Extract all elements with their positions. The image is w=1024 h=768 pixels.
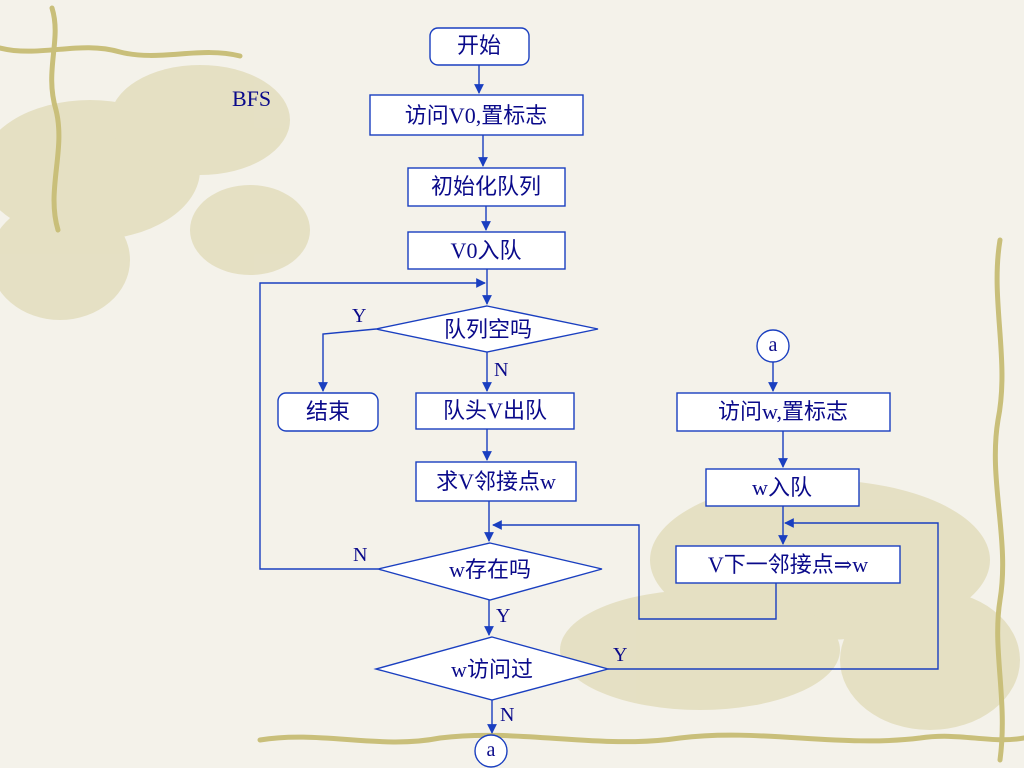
- edge-exists-no-loop: [259, 278, 486, 570]
- connector-bottom-label: a: [486, 739, 496, 761]
- init-queue-label: 初始化队列: [430, 174, 542, 199]
- w-visited-label: w访问过: [451, 657, 533, 682]
- w-exists-label: w存在吗: [449, 557, 531, 582]
- next-adj-label: V下一邻接点⇒w: [707, 552, 869, 577]
- start-label: 开始: [456, 33, 502, 58]
- enqueue-v0-label: V0入队: [450, 238, 522, 263]
- enqueue-v0-node: [407, 231, 566, 270]
- slide-title: BFS: [232, 86, 272, 111]
- init-queue-node: [407, 167, 566, 207]
- enqueue-w-node: [705, 468, 860, 507]
- queue-empty-no-label: N: [494, 359, 509, 381]
- end-label: 结束: [305, 399, 351, 424]
- next-adj-node: [675, 545, 901, 584]
- visit-w-label: 访问w,置标志: [718, 399, 848, 424]
- end-node: [277, 392, 379, 432]
- edge-empty-yes-end: [318, 328, 377, 392]
- queue-empty-yes-label: Y: [352, 305, 367, 327]
- visit-v0-label: 访问V0,置标志: [404, 103, 548, 128]
- dequeue-v-node: [415, 392, 575, 430]
- w-visited-no-label: N: [500, 704, 515, 726]
- w-exists-no-label: N: [353, 544, 368, 566]
- w-exists-decision: [377, 542, 603, 601]
- find-adj-label: 求V邻接点w: [436, 469, 556, 494]
- visit-v0-node: [369, 94, 584, 136]
- w-visited-yes-label: Y: [613, 644, 628, 666]
- dequeue-v-label: 队头V出队: [443, 398, 547, 423]
- connector-bottom-node: [474, 734, 508, 768]
- edge-next-loop: [492, 520, 777, 620]
- edge-visited-yes-loop: [608, 518, 939, 670]
- w-exists-yes-label: Y: [496, 605, 511, 627]
- queue-empty-label: 队列空吗: [443, 317, 533, 342]
- enqueue-w-label: w入队: [752, 475, 812, 500]
- find-adj-node: [415, 461, 577, 502]
- connector-top-label: a: [768, 334, 778, 356]
